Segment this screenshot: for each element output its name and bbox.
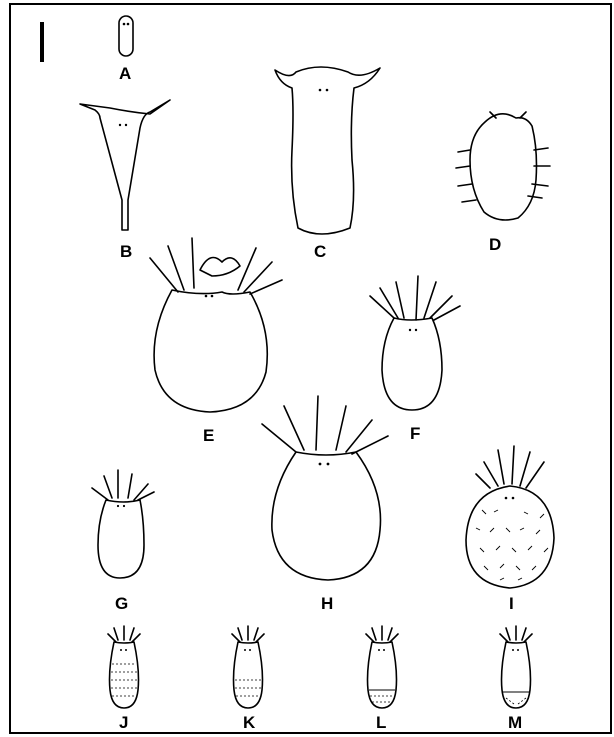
stage-a: [119, 16, 133, 56]
label-k: K: [243, 713, 256, 732]
stage-g: [92, 470, 154, 578]
label-j: J: [119, 713, 128, 732]
stage-k: [232, 626, 264, 708]
label-g: G: [115, 594, 128, 613]
stage-i: [466, 446, 554, 588]
stage-m: [500, 626, 532, 708]
label-l: L: [376, 713, 386, 732]
label-e: E: [203, 426, 214, 445]
stage-f: [370, 276, 460, 410]
label-d: D: [489, 235, 501, 254]
stage-j: [108, 626, 140, 708]
stage-b: [80, 100, 170, 230]
stage-d: [456, 112, 550, 220]
label-f: F: [410, 424, 420, 443]
label-b: B: [120, 242, 132, 261]
label-a: A: [119, 64, 131, 83]
stage-l: [366, 626, 398, 708]
label-c: C: [314, 242, 326, 261]
label-m: M: [508, 713, 522, 732]
label-h: H: [321, 594, 333, 613]
stage-h: [262, 396, 388, 580]
label-i: I: [509, 594, 514, 613]
stage-e: [150, 238, 282, 412]
stage-c: [275, 67, 380, 234]
